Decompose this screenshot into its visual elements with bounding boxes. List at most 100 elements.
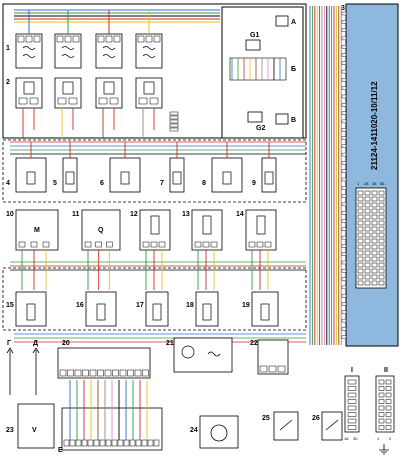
component-number: 7 (160, 180, 164, 187)
ecu-pin (364, 202, 371, 208)
component-number: 22 (250, 340, 258, 347)
module-pin (268, 365, 277, 373)
ecu-pin (378, 220, 385, 226)
small-connector-pin (385, 418, 392, 424)
arrow-G (6, 347, 14, 395)
ecu-pin (364, 190, 371, 196)
module-pin (119, 369, 127, 377)
ecu-terminal (341, 53, 347, 57)
ecu-terminal (341, 235, 347, 240)
ecu-pin (357, 202, 364, 208)
sensor-box (251, 291, 279, 327)
connector-E-pin (63, 439, 70, 447)
sensor-icon (172, 171, 182, 185)
ecu-terminal (341, 69, 347, 74)
ecu-pin (371, 274, 378, 280)
ecu-terminal (341, 285, 347, 290)
ecu-pins (357, 190, 385, 286)
component-number: 18 (186, 302, 194, 309)
component-number: 9 (252, 180, 256, 187)
ecu-pin (357, 196, 364, 202)
switch-26-box (321, 411, 343, 441)
small-connector-pin (385, 425, 392, 430)
ecu-pin (371, 238, 378, 244)
module-23-box (17, 403, 55, 449)
sensor-box (15, 291, 47, 327)
small-connector-pin (378, 418, 385, 424)
sensor-pin (264, 241, 272, 248)
row-terminal (169, 119, 179, 124)
ecu-part-number: 21124-1411020-10/11/12 (370, 81, 379, 170)
connector-V-box (275, 113, 289, 125)
ecu-terminal (341, 136, 347, 140)
ecu-terminal (341, 111, 347, 115)
sensor-icon (202, 215, 212, 235)
component-number: 8 (202, 180, 206, 187)
module-pin (127, 369, 134, 377)
ecu-pin (378, 268, 385, 274)
small-connector-pin (378, 386, 385, 391)
component-number: 4 (6, 180, 10, 187)
ecu-pin (371, 214, 378, 220)
ecu-terminal (341, 119, 347, 124)
small-connector-pin (385, 392, 392, 398)
ecu-pin (371, 196, 378, 202)
coil-pin (153, 35, 161, 43)
label-2: 2 (6, 79, 10, 86)
ecu-terminal (341, 210, 347, 215)
arrow-D (32, 347, 40, 395)
pump-24-box (199, 415, 239, 449)
sensor-pin (18, 241, 26, 248)
small-connectors: I II 16 30 1 2 (344, 367, 395, 455)
ecu-pin-label-55: 55 (380, 181, 385, 186)
small-connector-pin (385, 379, 392, 385)
ecu-terminal (341, 294, 347, 298)
component-number: 24 (190, 427, 198, 434)
injector-row (15, 77, 179, 138)
injector-icon (23, 81, 35, 95)
ignition-coil-row (15, 10, 163, 69)
ecu-pin (357, 208, 364, 214)
component-number: 15 (6, 302, 14, 309)
coil-winding-icon (22, 46, 36, 58)
component-number: 20 (62, 340, 70, 347)
ecu-pin (378, 214, 385, 220)
connector-E-pin (153, 439, 160, 447)
small-connector-pin (385, 386, 392, 391)
component-number: 16 (76, 302, 84, 309)
coil-pin (145, 35, 153, 43)
ecu-pin (357, 220, 364, 226)
injector-pin (149, 97, 159, 105)
sensor-box (211, 157, 243, 193)
sensor-box (109, 157, 141, 193)
component-number: 5 (53, 180, 57, 187)
sensor-pin (150, 241, 158, 248)
coil-pin (56, 35, 64, 43)
connector-E-pin (69, 439, 76, 447)
module-pin (259, 365, 268, 373)
module-pin (112, 369, 119, 377)
motor-icon (210, 424, 228, 442)
module-pin (89, 369, 97, 377)
connector-E-pin (99, 439, 106, 447)
ecu-pin-label-1: 1 (357, 181, 360, 186)
module-pin (59, 369, 67, 377)
sensor-pin (256, 241, 264, 248)
module-pin (134, 369, 142, 377)
component-number: 11 (72, 211, 80, 218)
sensor-icon (26, 171, 36, 185)
ecu-terminal (341, 219, 347, 223)
connector-B-strip (229, 57, 287, 81)
sensor-icon (256, 215, 266, 235)
component-number: 23 (6, 427, 14, 434)
ecu-pin (371, 268, 378, 274)
ecu-pin (364, 220, 371, 226)
small-connector-pin (385, 405, 392, 411)
label-V: В (291, 117, 296, 124)
ecu-pin (371, 256, 378, 262)
small-connector-pin (378, 379, 385, 385)
